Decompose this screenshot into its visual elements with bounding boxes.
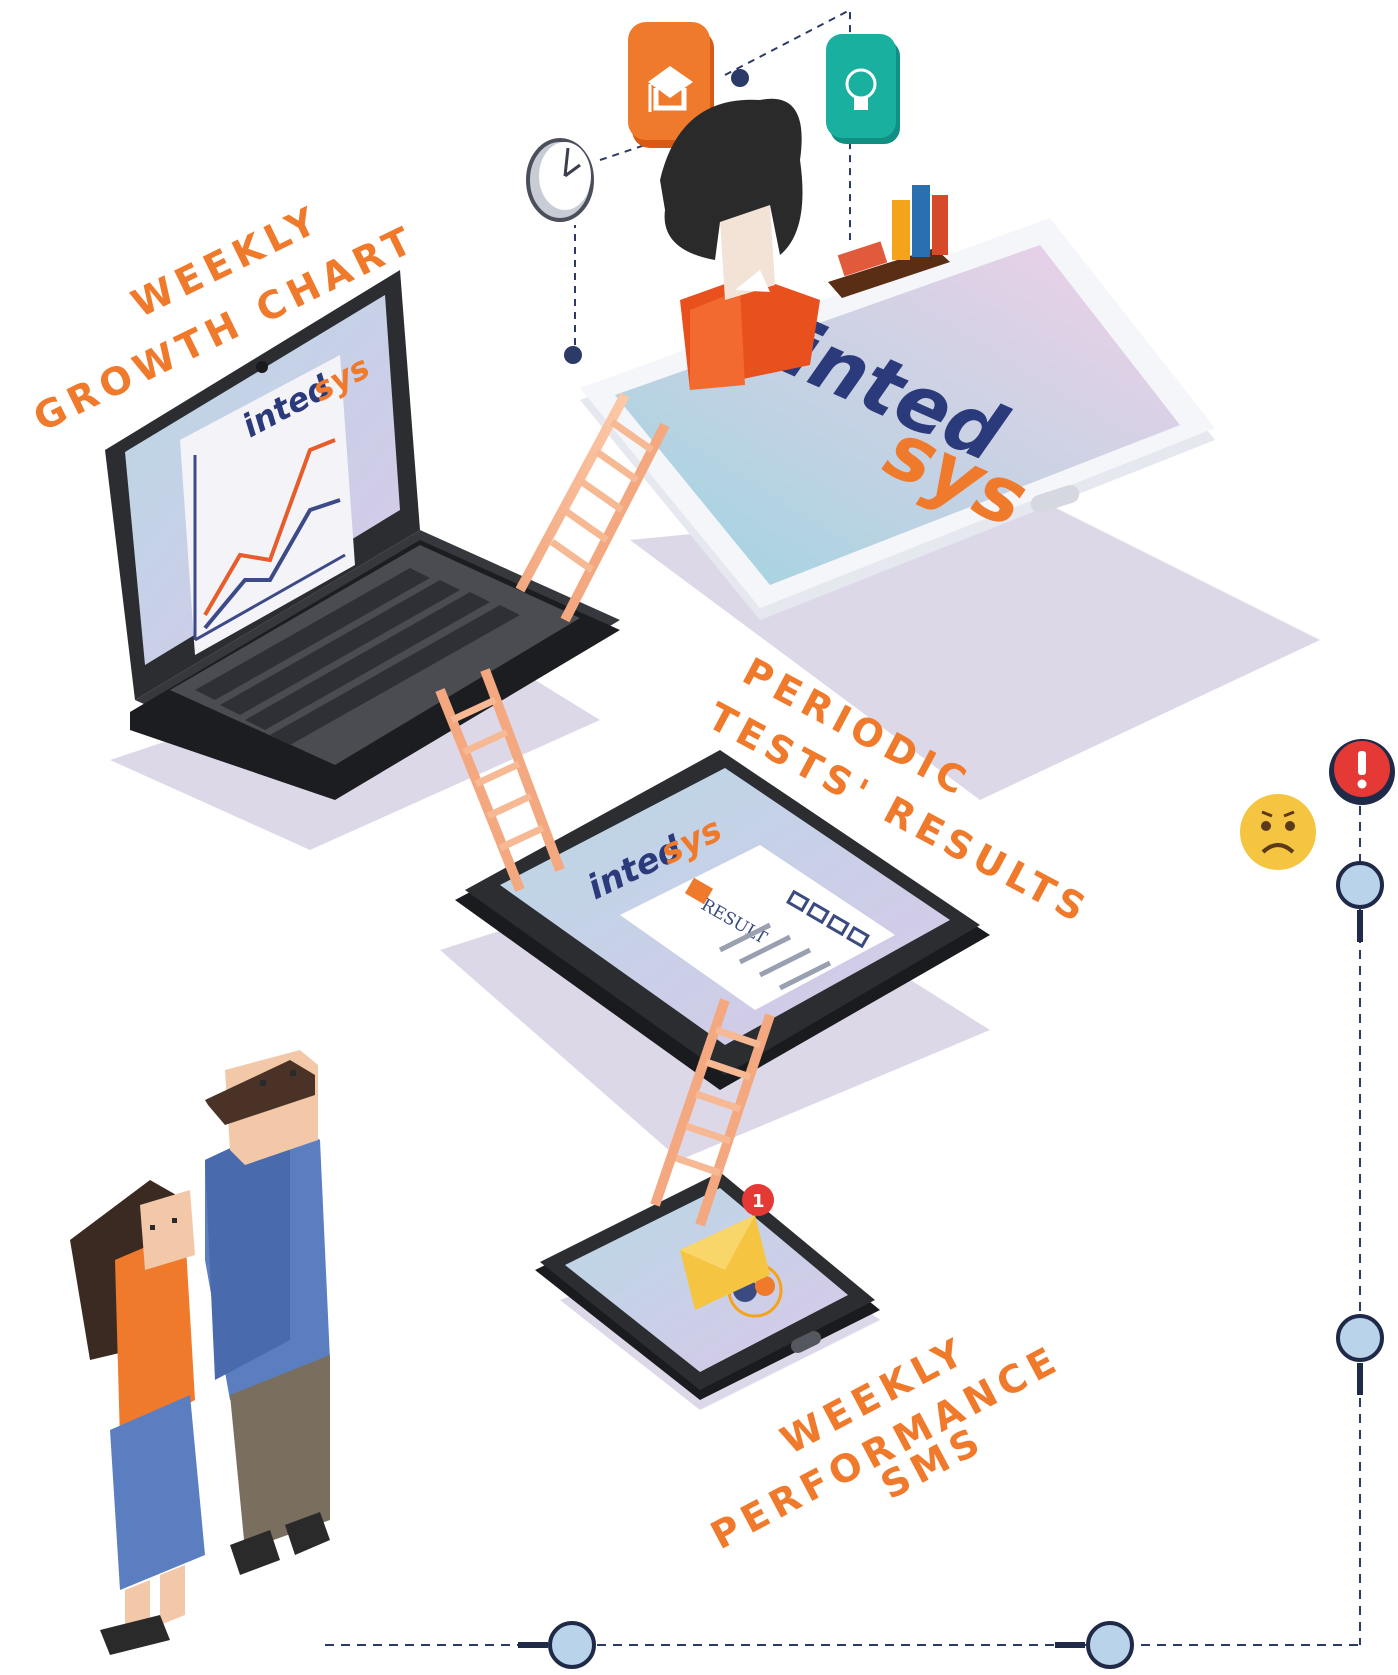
envelope-icon: 1 [680, 1184, 774, 1310]
tablet-results-device: inted sys RESULT [455, 750, 990, 1090]
progress-track [325, 790, 1361, 1646]
growth-chart [193, 438, 346, 642]
student-avatar [660, 98, 820, 390]
tablet-device: inted sys [580, 218, 1215, 620]
magnifier-icon [1336, 1314, 1384, 1395]
magnifier-icon [518, 1621, 596, 1669]
ladder-2 [435, 668, 565, 892]
phone-device: 1 [535, 1172, 880, 1400]
ladder-3 [650, 998, 775, 1227]
lightbulb-icon [826, 34, 900, 144]
notification-count: 1 [752, 1191, 765, 1212]
magnifier-icon [1336, 861, 1384, 942]
books-icon [828, 185, 950, 298]
graduation-cap-icon [628, 22, 714, 148]
laptop-device: inted sys [105, 270, 620, 800]
magnifier-icon [1055, 1621, 1134, 1669]
clock-icon [526, 138, 594, 222]
result-card: RESULT [620, 845, 895, 1010]
sad-face-icon [1240, 794, 1316, 870]
parent-man [205, 1050, 330, 1575]
parent-woman [70, 1180, 205, 1655]
ladder-1 [515, 392, 670, 623]
alert-icon [1329, 739, 1395, 805]
